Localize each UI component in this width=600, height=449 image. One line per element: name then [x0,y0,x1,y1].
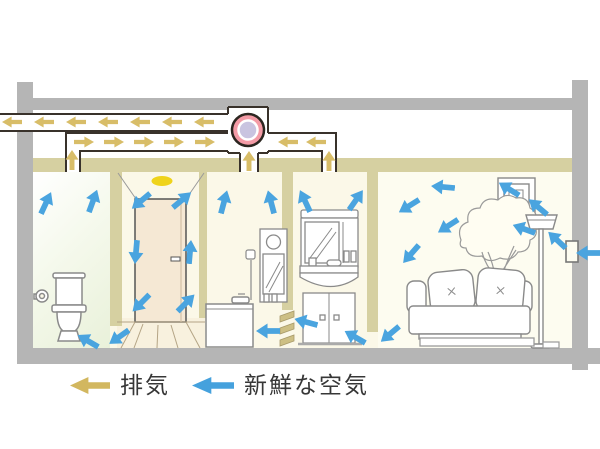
floor-slab [17,348,600,364]
exhaust-air-arrow [66,117,86,128]
partition-wall-hall-bath [199,172,207,318]
fresh-air-legend-label: 新鮮な空気 [244,372,369,398]
fan-housing-circle [230,112,266,148]
exhaust-air-arrow [130,117,150,128]
toilet-room [33,172,110,348]
fan-core [237,119,259,141]
fresh-air-legend-arrow-icon [192,377,234,394]
partition-wall-bath-vanity [282,172,293,310]
exhaust-legend-arrow-icon [70,377,110,394]
outer-wall-left [17,82,33,364]
partition-wall-toilet-hall [110,172,122,326]
exhaust-legend-label: 排気 [120,372,170,398]
exhaust-air-arrow [164,136,184,148]
exhaust-air-arrow [195,136,215,148]
exhaust-air-arrow [34,117,54,128]
exhaust-air-arrow [104,136,124,148]
partition-wall-vanity-living [367,172,378,332]
ceiling-slab [33,98,572,110]
exhaust-air-arrow [98,117,118,128]
exhaust-air-arrow [74,136,94,148]
exhaust-air-arrow [134,136,154,148]
hallway-floor [117,318,205,348]
exhaust-air-arrow [306,137,326,148]
interior-ceiling [33,158,572,172]
ventilation-fan-unit [227,106,269,154]
legend: 排気 新鮮な空気 [70,374,369,397]
outer-wall-right [572,80,588,370]
living-room [378,172,572,348]
exhaust-air-arrow [278,137,298,148]
exhaust-air-arrow [162,117,182,128]
exhaust-air-arrow [194,117,214,128]
